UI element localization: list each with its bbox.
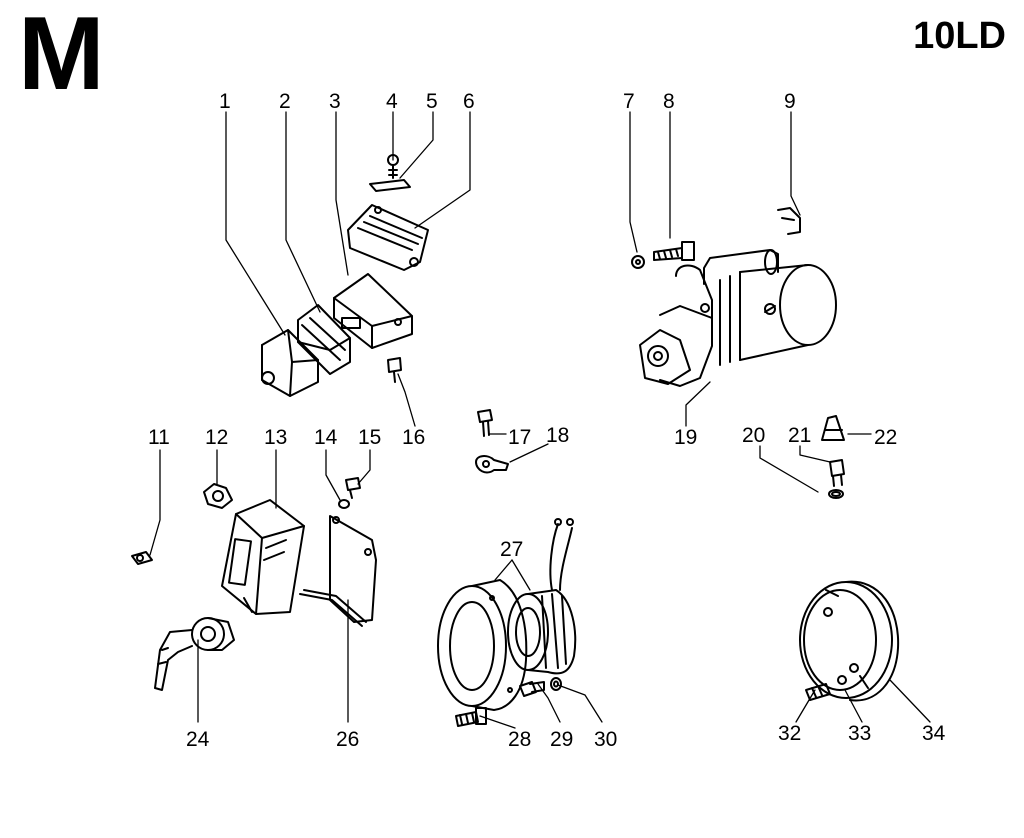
rotor-part-27 [507,518,577,675]
pulley-part-34 [799,580,900,702]
washer-part-33 [823,607,859,685]
terminal-part-11 [131,551,153,565]
callout-22: 22 [874,426,897,449]
callout-28: 28 [508,728,531,751]
callout-29: 29 [550,728,573,751]
plate-part-5 [369,179,411,192]
callout-16: 16 [402,426,425,449]
washer-part-30 [550,677,562,691]
bolt-part-28 [455,707,487,727]
model-code: 10LD [913,15,1006,57]
callout-20: 20 [742,424,765,447]
section-letter: M [18,0,105,112]
control-box-part-13 [221,499,305,615]
callout-6: 6 [463,90,475,113]
screw-part-15 [345,477,361,499]
screw-part-4 [387,154,399,179]
callout-8: 8 [663,90,675,113]
screw-part-16 [387,357,402,383]
callout-9: 9 [784,90,796,113]
regulator-base-part-1 [261,329,319,397]
callout-7: 7 [623,90,635,113]
bracket-part-26 [299,515,377,627]
callout-18: 18 [546,424,569,447]
callout-24: 24 [186,728,210,751]
callout-17: 17 [508,426,531,449]
callout-34: 34 [922,722,946,745]
callout-11: 11 [148,426,170,449]
callout-33: 33 [848,722,871,745]
callout-5: 5 [426,90,438,113]
callout-15: 15 [358,426,381,449]
cap-part-22 [821,415,845,441]
callout-4: 4 [386,90,398,113]
callout-3: 3 [329,90,341,113]
washer-part-20 [831,491,841,497]
leader-lines [149,111,931,729]
ignition-switch-part-24 [154,617,235,691]
callout-19: 19 [674,426,697,449]
callout-32: 32 [778,722,801,745]
switch-part-21 [828,459,845,499]
callout-12: 12 [205,426,228,449]
regulator-frame-part-2 [297,304,351,375]
washer-part-14 [338,499,350,509]
callout-2: 2 [279,90,291,113]
callout-1: 1 [219,90,231,113]
bolt-part-29 [519,681,545,697]
callout-14: 14 [314,426,338,449]
regulator-housing-part-3 [333,273,413,349]
indicator-lamp-part-12 [203,483,233,509]
stator-ring-part-27 [437,579,528,711]
bolt-part-8 [653,241,695,261]
callout-13: 13 [264,426,287,449]
nut-part-7 [631,255,645,269]
callout-21: 21 [788,424,811,447]
callout-26: 26 [336,728,359,751]
bolt-part-17 [477,409,493,437]
callout-labels: 1 2 3 4 5 6 7 8 9 11 12 13 14 15 16 17 1… [148,90,946,751]
clip-part-18 [475,455,509,474]
callout-27: 27 [500,538,523,561]
bolt-part-32 [805,683,831,701]
elbow-fitting-part-9 [777,207,801,235]
cover-part-6 [347,204,429,271]
callout-30: 30 [594,728,617,751]
starter-motor-part-19 [639,249,837,387]
